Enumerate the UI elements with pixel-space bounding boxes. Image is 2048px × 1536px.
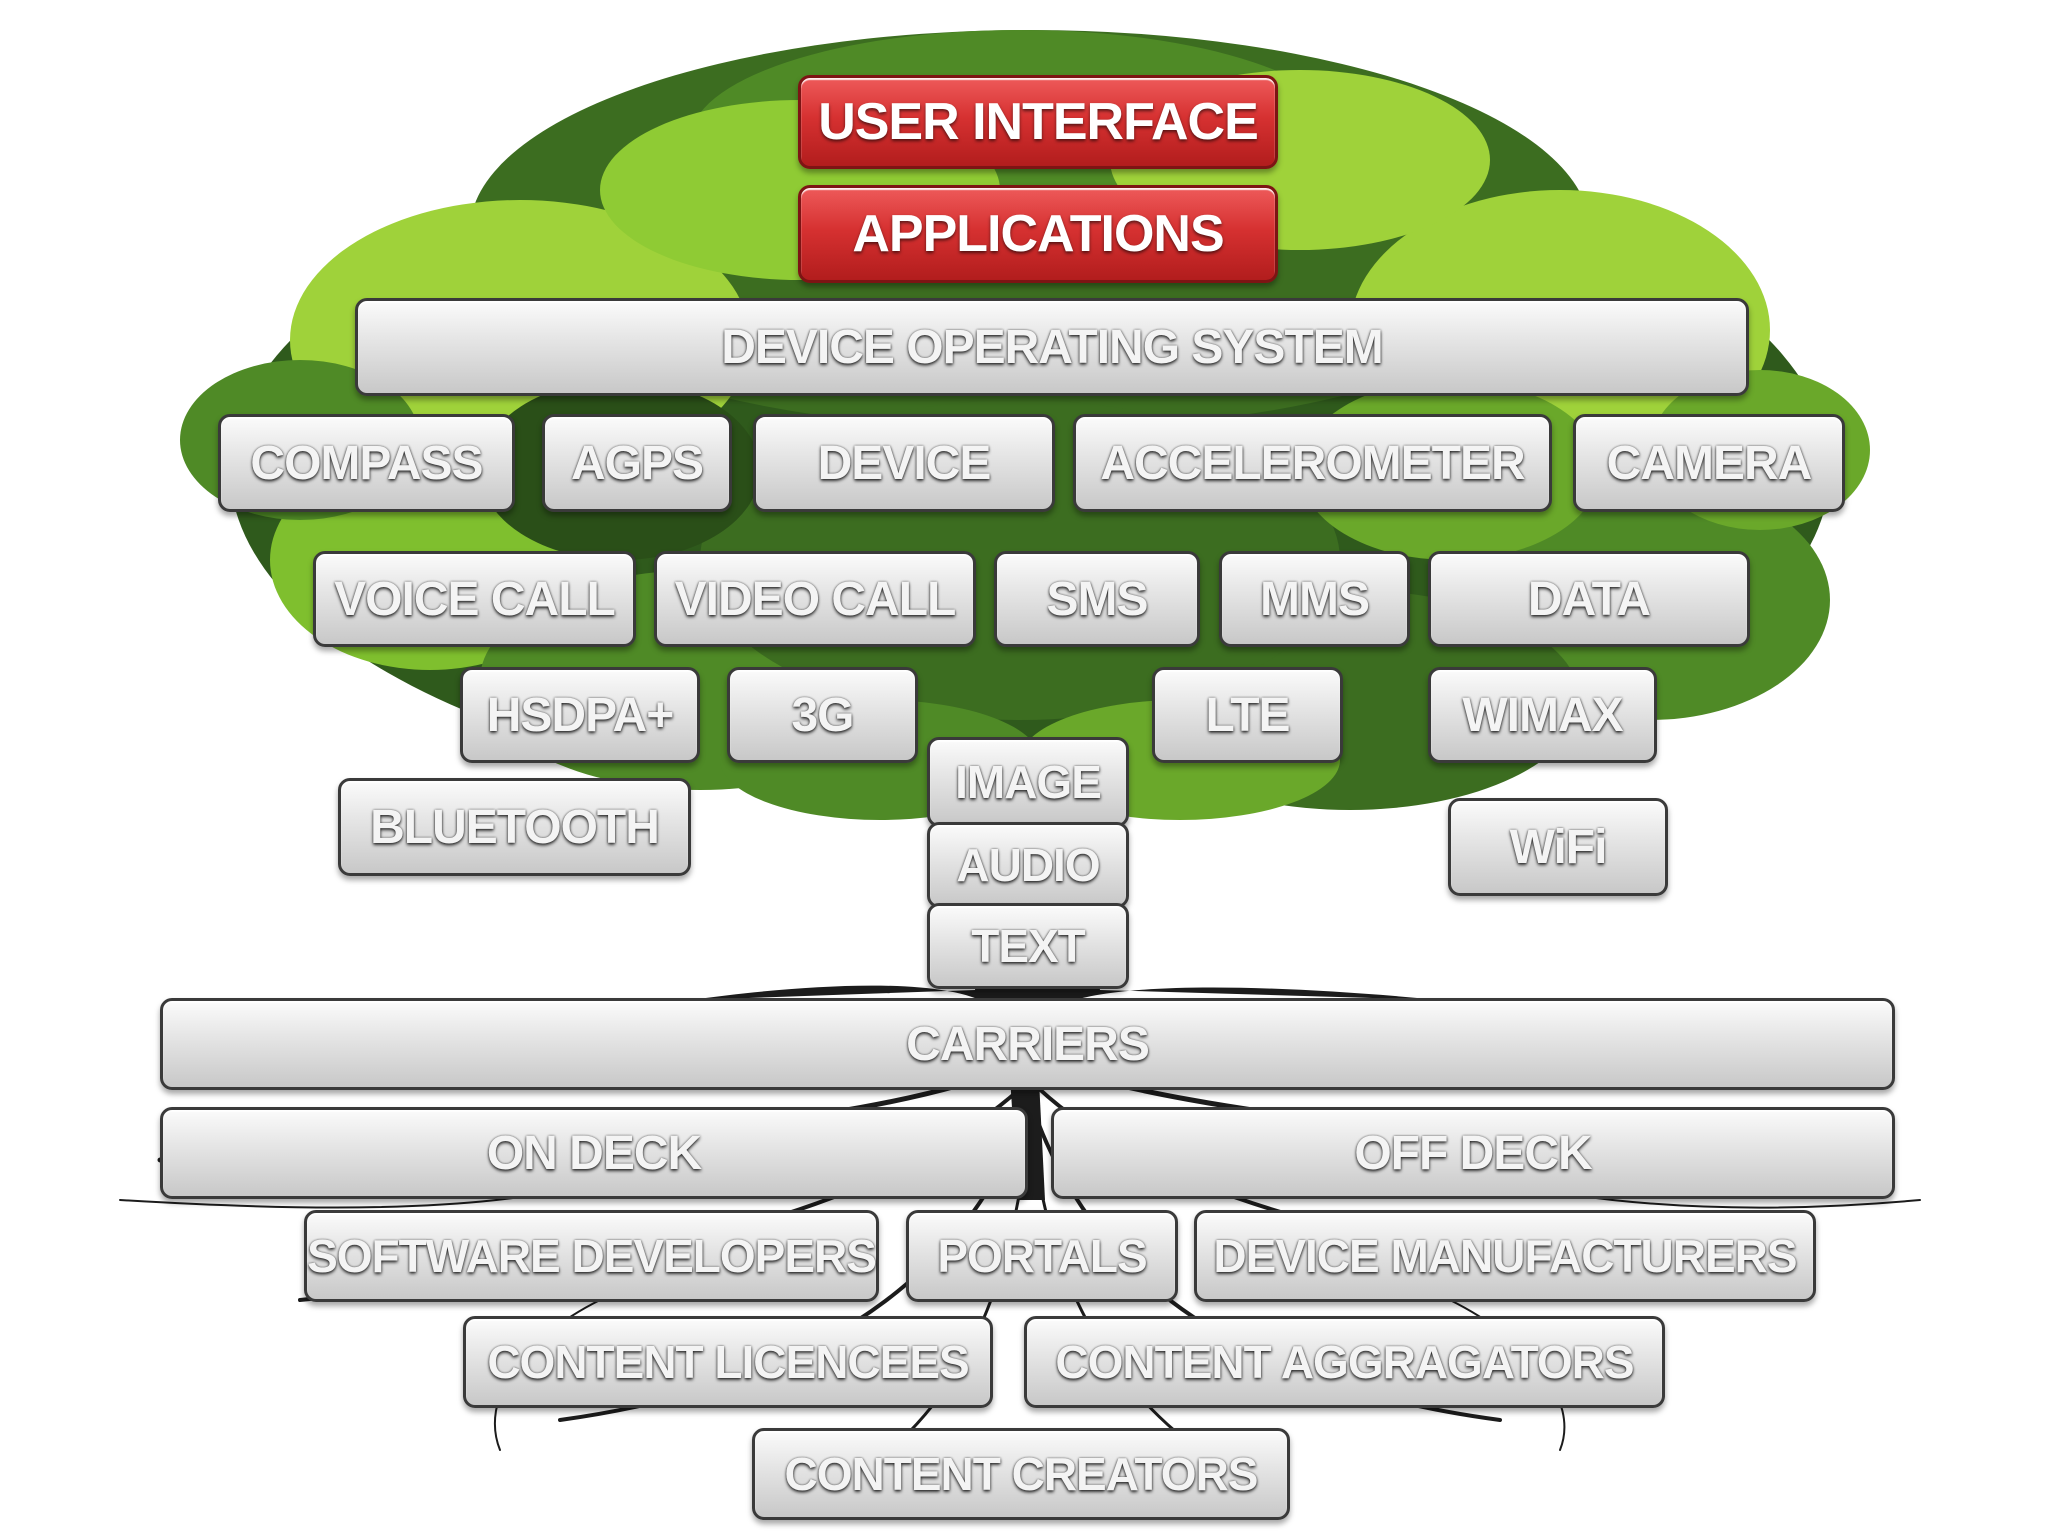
on-deck-box: ON DECK	[160, 1107, 1028, 1199]
applications-box: APPLICATIONS	[798, 185, 1278, 283]
portals-box: PORTALS	[906, 1210, 1178, 1302]
device-manufacturers-box: DEVICE MANUFACTURERS	[1194, 1210, 1816, 1302]
text-box: TEXT	[927, 903, 1129, 989]
voice-call-box: VOICE CALL	[313, 551, 636, 647]
camera-box: CAMERA	[1573, 414, 1845, 512]
wifi-box: WiFi	[1448, 798, 1668, 896]
data-box: DATA	[1428, 551, 1750, 647]
user-interface-box: USER INTERFACE	[798, 75, 1278, 169]
content-creators-box: CONTENT CREATORS	[752, 1428, 1290, 1520]
audio-box: AUDIO	[927, 822, 1129, 908]
image-box: IMAGE	[927, 737, 1129, 827]
off-deck-box: OFF DECK	[1051, 1107, 1895, 1199]
mms-box: MMS	[1219, 551, 1410, 647]
3g-box: 3G	[727, 667, 918, 763]
video-call-box: VIDEO CALL	[654, 551, 976, 647]
sms-box: SMS	[994, 551, 1200, 647]
carriers-box: CARRIERS	[160, 998, 1895, 1090]
software-developers-box: SOFTWARE DEVELOPERS	[304, 1210, 879, 1302]
accelerometer-box: ACCELEROMETER	[1073, 414, 1552, 512]
device-os-box: DEVICE OPERATING SYSTEM	[355, 298, 1749, 396]
hsdpa-box: HSDPA+	[460, 667, 700, 763]
agps-box: AGPS	[542, 414, 732, 512]
device-box: DEVICE	[753, 414, 1055, 512]
content-aggragators-box: CONTENT AGGRAGATORS	[1024, 1316, 1665, 1408]
content-licencees-box: CONTENT LICENCEES	[463, 1316, 993, 1408]
lte-box: LTE	[1152, 667, 1343, 763]
compass-box: COMPASS	[218, 414, 515, 512]
wimax-box: WIMAX	[1428, 667, 1657, 763]
bluetooth-box: BLUETOOTH	[338, 778, 691, 876]
